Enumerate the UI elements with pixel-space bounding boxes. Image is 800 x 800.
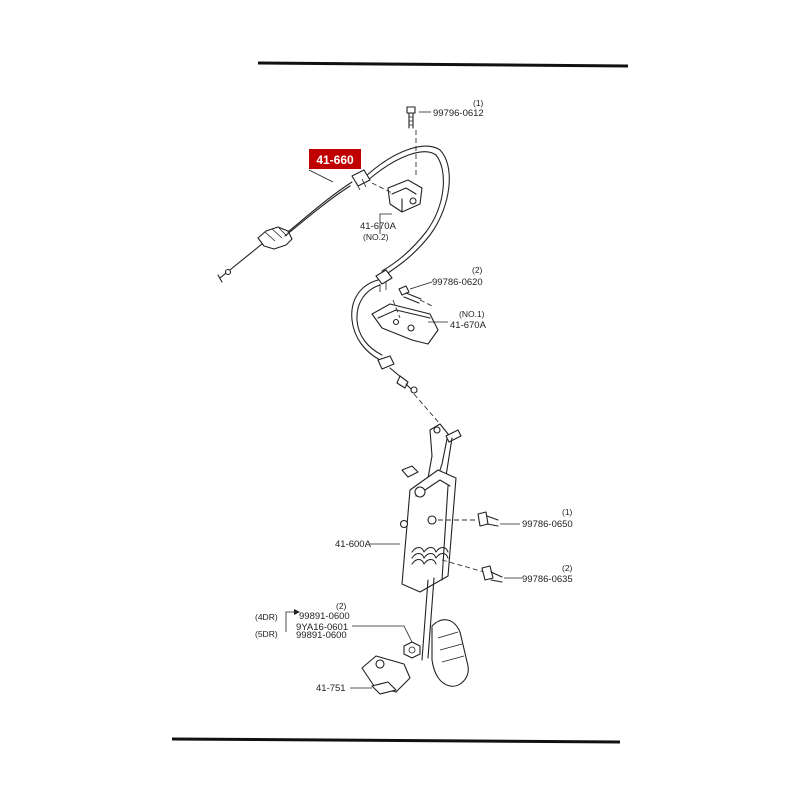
nut-4dr-tag: (4DR) <box>255 612 278 622</box>
bolt-pedal-1 <box>477 511 520 527</box>
nut-4dr-b: 9YA16-0601 <box>296 622 348 633</box>
nut-qty: (2) <box>336 601 347 611</box>
bracket-no1-name: (NO.1) <box>459 309 485 319</box>
nut-4dr-a: 99891-0600 <box>299 611 350 622</box>
bracket-no2-name: (NO.2) <box>363 232 389 242</box>
bolt-top-qty: (1) <box>473 98 484 108</box>
bracket-no2 <box>371 179 423 234</box>
pedal-assy-part: 41-600A <box>335 539 372 550</box>
nut <box>352 625 421 659</box>
cable-to-pedal-guide <box>413 393 441 425</box>
bolt-pedal-2-number: 99786-0635 <box>522 574 573 585</box>
top-rule <box>257 61 629 68</box>
bolt-top <box>406 106 431 178</box>
bolt-pedal-2 <box>481 565 522 583</box>
cable-clip-top <box>351 169 371 191</box>
accelerator-cable <box>217 145 450 394</box>
part-callout: 41-660 <box>308 149 361 183</box>
accelerator-pedal-assy <box>370 423 485 687</box>
bracket-no1 <box>371 299 448 345</box>
callout-part-number: 41-660 <box>316 153 354 167</box>
bolt-pedal-1-qty: (1) <box>562 507 573 517</box>
bolt-mid-number: 99786-0620 <box>432 277 483 288</box>
bracket-no2-part: 41-670A <box>360 221 397 232</box>
nut-arrow-head <box>294 609 300 615</box>
bottom-rule <box>171 737 621 744</box>
cable-clip-lower <box>377 355 395 370</box>
bolt-pedal-1-number: 99786-0650 <box>522 519 573 530</box>
bolt-mid <box>398 281 433 307</box>
nut-5dr: 99891-0600 <box>296 630 347 641</box>
bolt-mid-qty: (2) <box>472 265 483 275</box>
stopper-part: 41-751 <box>316 683 346 694</box>
bolt-top-number: 99796-0612 <box>433 108 484 119</box>
nut-5dr-tag: (5DR) <box>255 629 278 639</box>
bolt-pedal-2-qty: (2) <box>562 563 573 573</box>
bracket-no1-part: 41-670A <box>450 320 487 331</box>
nut-bracket-arrow <box>285 611 294 632</box>
cable-clip-mid <box>375 269 393 292</box>
stopper <box>350 655 411 695</box>
